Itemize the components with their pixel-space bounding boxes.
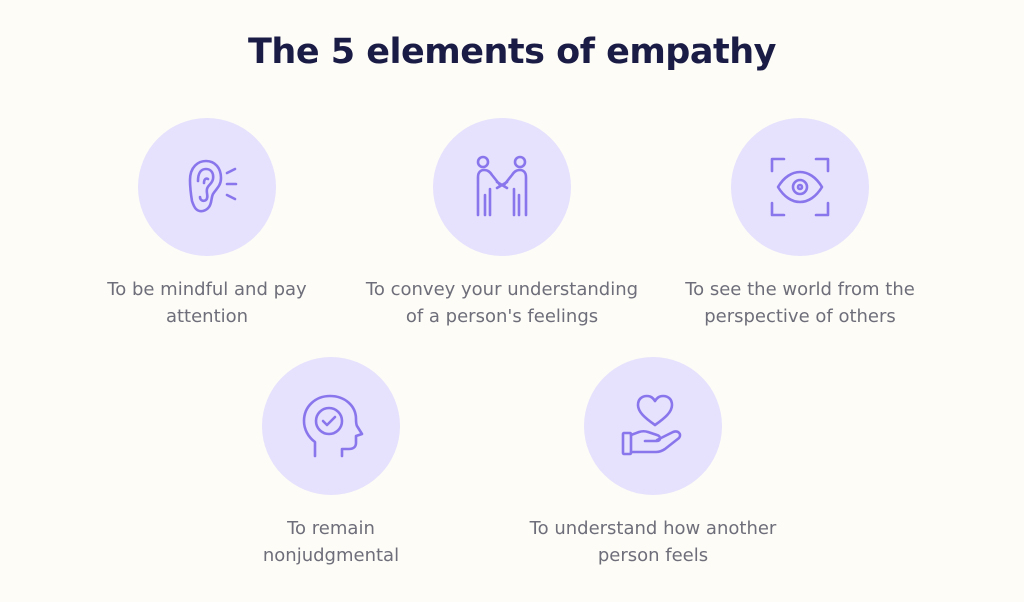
head-check-icon: [302, 394, 364, 458]
icon-circle: [262, 357, 400, 495]
eye-icon: [770, 157, 830, 217]
element-label-line: perspective of others: [704, 306, 896, 327]
element-label-line: attention: [165, 306, 249, 327]
element-label: To remain nonjudgmental: [181, 515, 481, 569]
icon-circle: [731, 118, 869, 256]
element-label-line: person feels: [597, 545, 709, 566]
element-label-line: To convey your understanding: [365, 279, 639, 300]
element-item-understand: To understand how another person feels: [503, 357, 803, 569]
element-item-perspective: To see the world from the perspective of…: [650, 118, 950, 330]
element-label-line: To understand how another: [529, 518, 777, 539]
element-label-line: nonjudgmental: [262, 545, 400, 566]
element-label-line: To remain: [287, 518, 375, 539]
heart-hand-icon: [621, 394, 682, 456]
element-label-line: To be mindful and pay: [107, 279, 307, 300]
element-label: To see the world from the perspective of…: [650, 276, 950, 330]
element-item-nonjudgmental: To remain nonjudgmental: [181, 357, 481, 569]
element-label: To be mindful and pay attention: [57, 276, 357, 330]
icon-circle: [584, 357, 722, 495]
element-label-line: of a person's feelings: [405, 306, 599, 327]
icon-circle: [138, 118, 276, 256]
page-title: The 5 elements of empathy: [248, 32, 776, 72]
handshake-icon: [476, 155, 528, 217]
icon-circle: [433, 118, 571, 256]
element-label-line: To see the world from the: [685, 279, 915, 300]
element-label: To understand how another person feels: [503, 515, 803, 569]
element-label: To convey your understanding of a person…: [352, 276, 652, 330]
element-item-convey: To convey your understanding of a person…: [352, 118, 652, 330]
ear-icon: [188, 159, 238, 213]
element-item-mindful: To be mindful and pay attention: [57, 118, 357, 330]
